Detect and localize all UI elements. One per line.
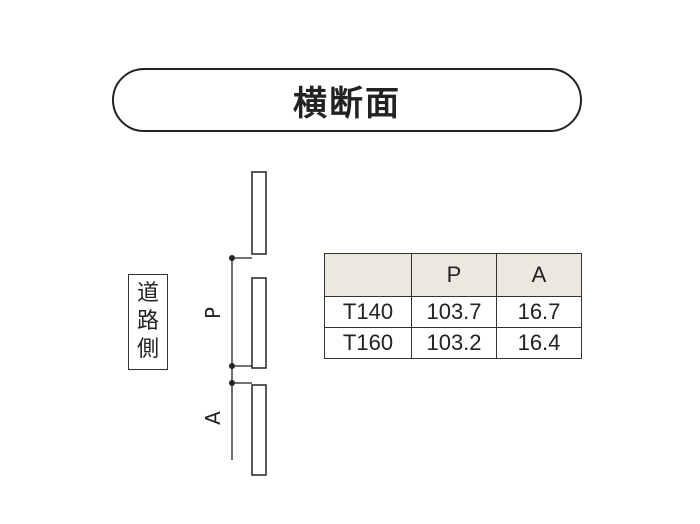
road-side-char-3: 側 — [136, 337, 159, 362]
page-title: 横断面 — [293, 83, 401, 124]
slat-bottom — [251, 384, 267, 476]
table-cell: T160 — [324, 327, 412, 359]
table-cell: 103.7 — [411, 296, 497, 328]
table-cell: 103.2 — [411, 327, 497, 359]
dim-p-label: P — [201, 307, 225, 319]
table-header-cell: P — [411, 253, 497, 297]
spec-table: P A T140 103.7 16.7 T160 103.2 16.4 — [324, 253, 582, 359]
road-side-char-1: 道 — [136, 281, 159, 306]
table-header-cell: A — [496, 253, 582, 297]
table-cell: 16.7 — [496, 296, 582, 328]
table-row: T140 103.7 16.7 — [324, 296, 582, 328]
slat-top — [251, 171, 267, 255]
dim-p-dot-top — [229, 255, 235, 261]
slat-middle — [251, 277, 267, 369]
table-cell: T140 — [324, 296, 412, 328]
dim-a-label: A — [201, 411, 225, 425]
table-row: T160 103.2 16.4 — [324, 327, 582, 359]
table-header-cell — [324, 253, 412, 297]
road-side-char-2: 路 — [136, 309, 159, 334]
title-banner: 横断面 — [112, 68, 582, 132]
road-side-label: 道 路 側 — [128, 274, 168, 370]
table-cell: 16.4 — [496, 327, 582, 359]
table-header-row: P A — [324, 253, 582, 297]
